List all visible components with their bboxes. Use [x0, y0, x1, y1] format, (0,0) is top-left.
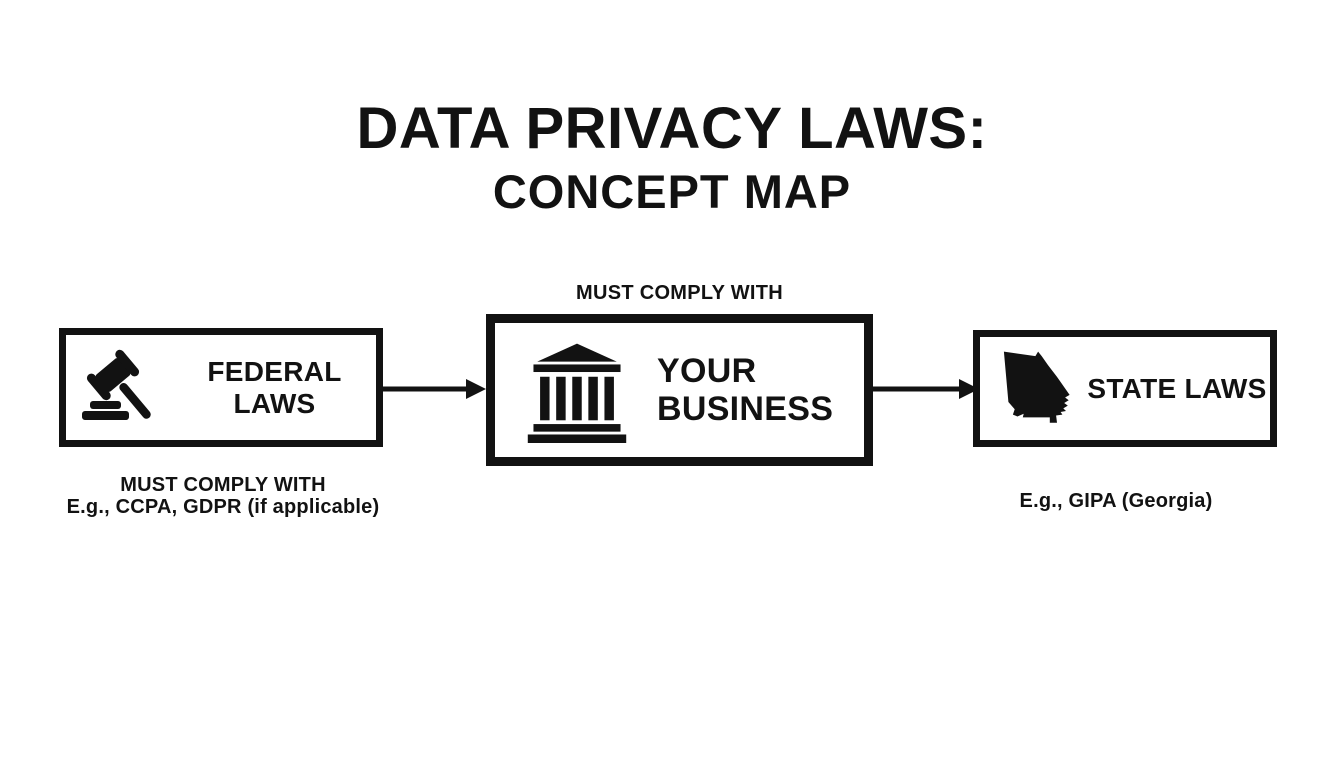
federal-laws-caption: MUST COMPLY WITH E.g., CCPA, GDPR (if ap… — [33, 474, 413, 518]
node-label-your-business-line2: BUSINESS — [657, 390, 834, 428]
node-federal-laws: FEDERAL LAWS — [59, 328, 383, 447]
page-title: DATA PRIVACY LAWS: — [356, 96, 988, 161]
page-subtitle: CONCEPT MAP — [492, 165, 852, 218]
federal-caption-line2: E.g., CCPA, GDPR (if applicable) — [66, 496, 380, 518]
node-label-state-laws: STATE LAWS — [1087, 372, 1267, 404]
node-state-laws: STATE LAWS — [973, 330, 1277, 447]
node-label-your-business: YOUR BUSINESS — [657, 352, 864, 428]
federal-caption-line1: MUST COMPLY WITH — [120, 474, 326, 496]
gavel-icon — [82, 349, 151, 420]
bank-building-icon — [527, 343, 627, 443]
arrow-federal-to-business — [383, 379, 486, 399]
state-caption-line1: E.g., GIPA (Georgia) — [1019, 490, 1213, 512]
georgia-state-icon — [1003, 351, 1070, 423]
must-comply-label-top: MUST COMPLY WITH — [575, 282, 784, 304]
arrow-business-to-state — [873, 379, 979, 399]
node-label-federal-laws: FEDERAL LAWS — [207, 355, 342, 419]
state-laws-caption: E.g., GIPA (Georgia) — [966, 490, 1266, 512]
node-your-business: YOUR BUSINESS — [486, 314, 873, 466]
node-label-your-business-line1: YOUR — [657, 352, 757, 390]
